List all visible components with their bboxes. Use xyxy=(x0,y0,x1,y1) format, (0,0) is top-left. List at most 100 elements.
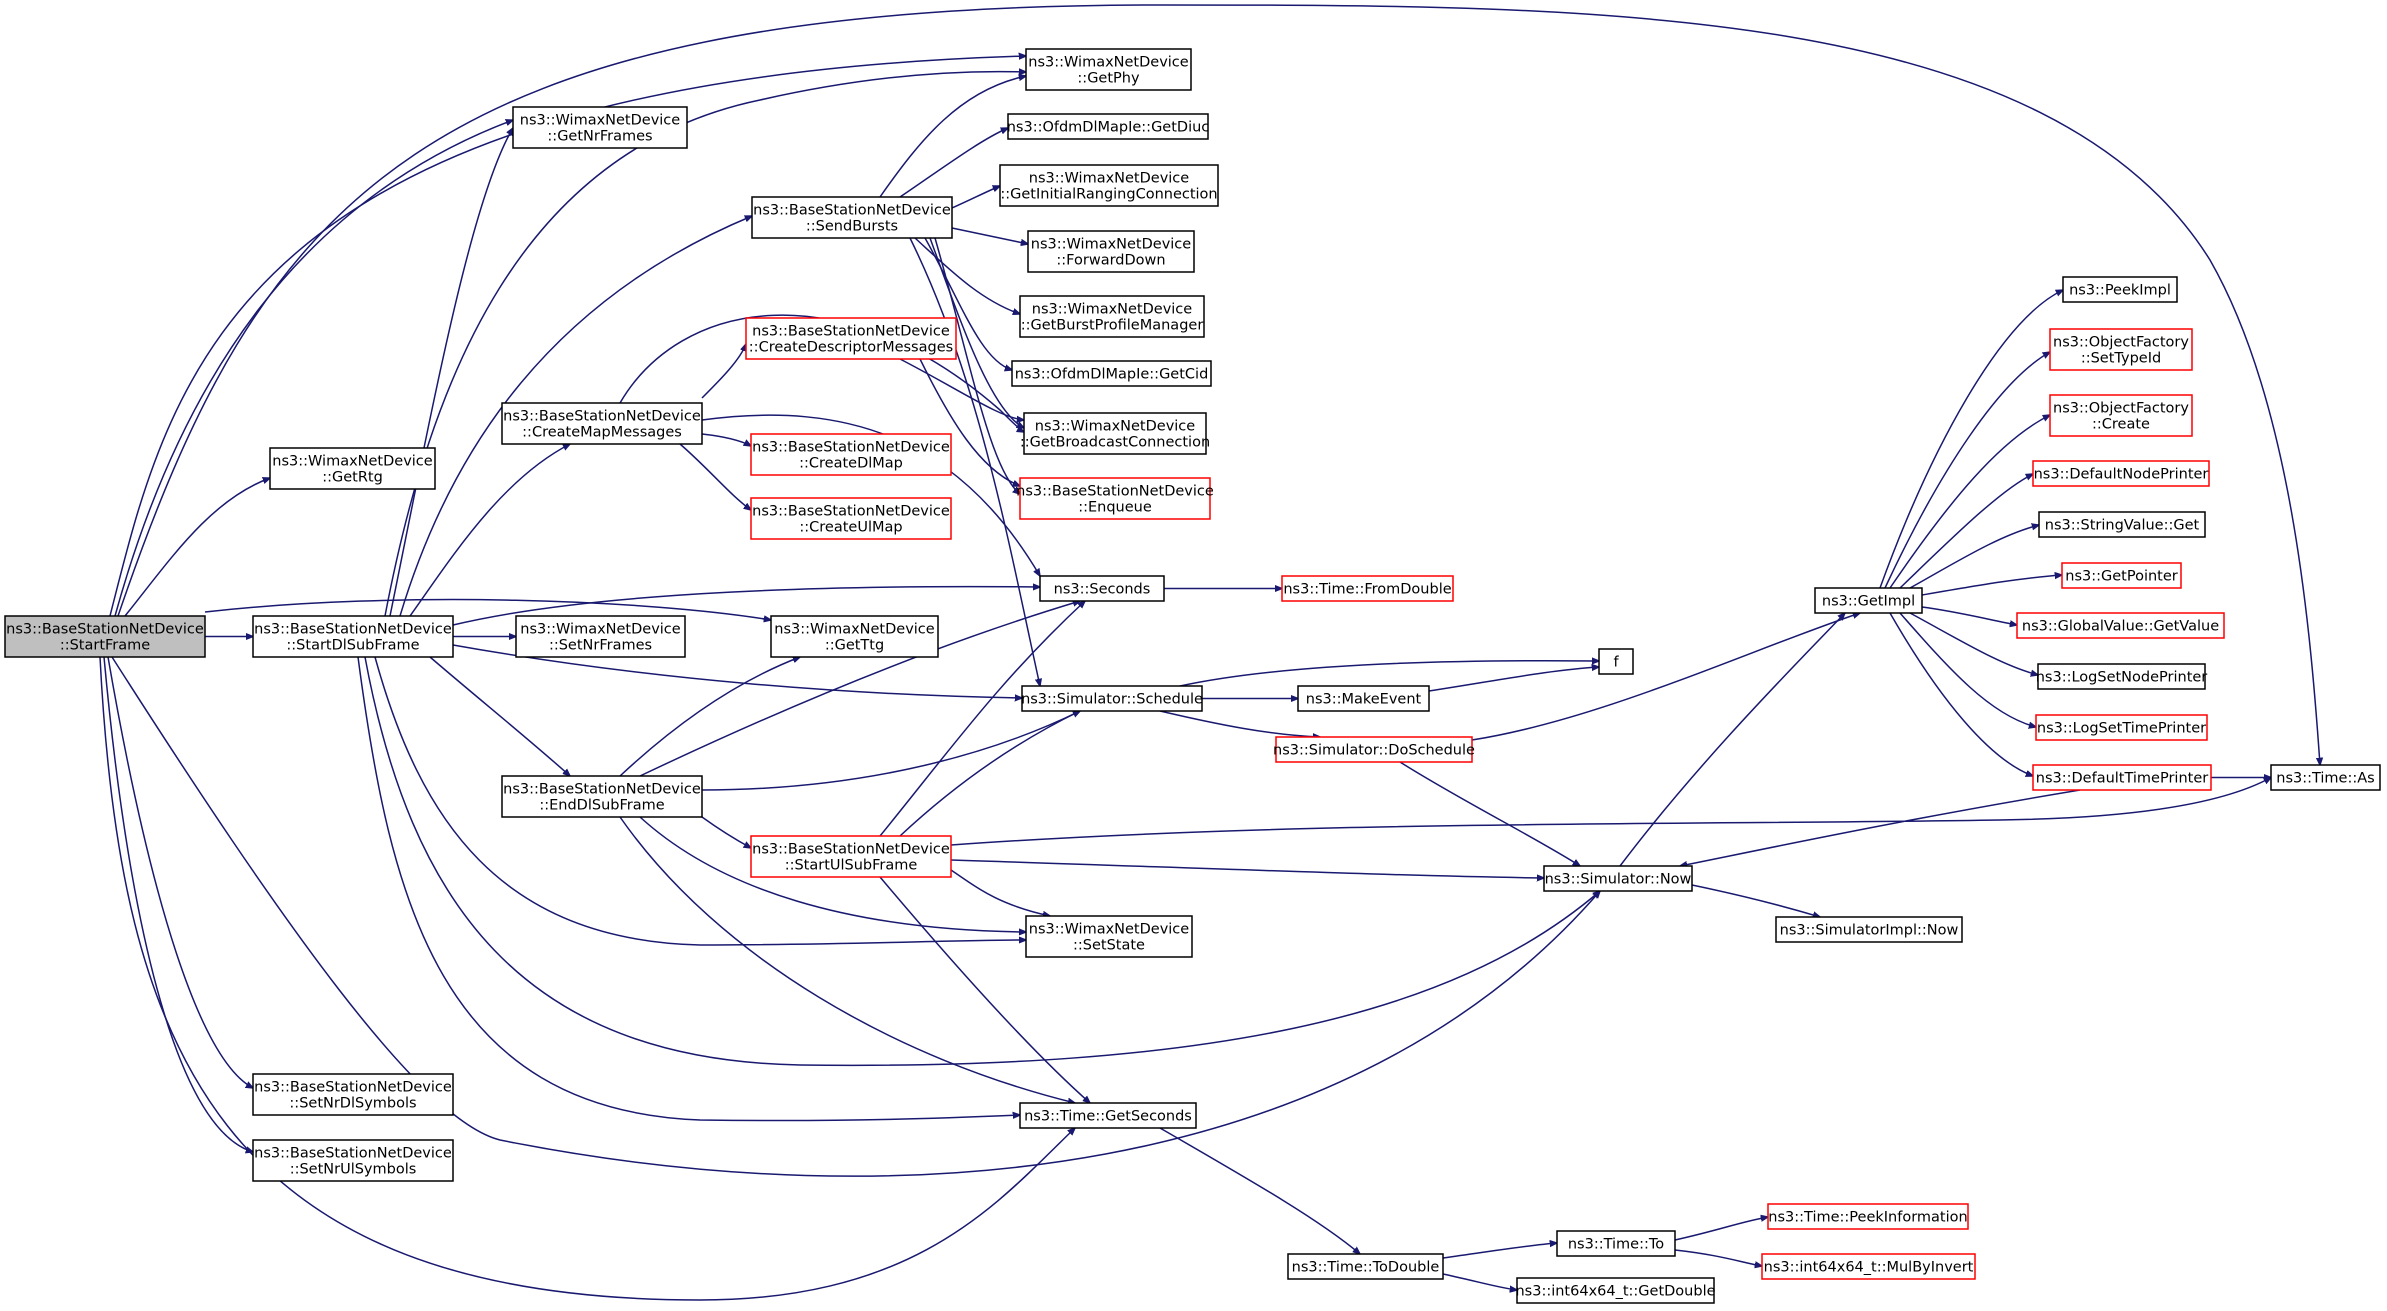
node-box xyxy=(1275,736,1473,763)
node-label: ns3::SimulatorImpl::Now xyxy=(1780,923,1959,939)
node-label: ::SetNrDlSymbols xyxy=(289,1096,416,1112)
node-ns3-wimaxnetdevice-setstate[interactable]: ns3::WimaxNetDevice::SetState xyxy=(1025,915,1193,958)
edge-n38-to-n47 xyxy=(1899,612,2036,727)
node-label: ns3::Time::ToDouble xyxy=(1292,1260,1440,1276)
node-box xyxy=(1556,1230,1676,1257)
node-ns3-basestationnetdevice-setnrdlsymbols[interactable]: ns3::BaseStationNetDevice::SetNrDlSymbol… xyxy=(252,1073,454,1116)
edge-n36-to-n37 xyxy=(1691,884,1820,917)
node-box xyxy=(4,615,206,658)
node-ns3-basestationnetdevice-startdlsubframe[interactable]: ns3::BaseStationNetDevice::StartDlSubFra… xyxy=(252,615,454,658)
node-ns3-basestationnetdevice-createdescriptormessages[interactable]: ns3::BaseStationNetDevice::CreateDescrip… xyxy=(745,317,957,360)
node-ns3-basestationnetdevice-enddlsubframe[interactable]: ns3::BaseStationNetDevice::EndDlSubFrame xyxy=(501,775,703,818)
node-box xyxy=(1019,1102,1197,1129)
node-ns3-objectfactory-settypeid[interactable]: ns3::ObjectFactory::SetTypeId xyxy=(2049,328,2193,371)
node-box xyxy=(2032,764,2212,791)
edge-n0-to-n18 xyxy=(204,598,771,620)
node-ns3-time-as[interactable]: ns3::Time::As xyxy=(2270,764,2381,791)
node-box xyxy=(2049,328,2193,371)
node-ns3-basestationnetdevice-createdlmap[interactable]: ns3::BaseStationNetDevice::CreateDlMap xyxy=(750,433,952,476)
edge-n0-to-n28 xyxy=(99,656,1075,1301)
edge-n13-to-n12 xyxy=(919,358,1020,486)
node-ns3-time-peekinformation[interactable]: ns3::Time::PeekInformation xyxy=(1767,1203,1969,1230)
node-ns3-getimpl[interactable]: ns3::GetImpl xyxy=(1814,587,1923,614)
node-ns3-wimaxnetdevice-getphy[interactable]: ns3::WimaxNetDevice::GetPhy xyxy=(1025,48,1192,91)
edge-n38-to-n40 xyxy=(1884,352,2050,589)
node-ns3-simulator-schedule[interactable]: ns3::Simulator::Schedule xyxy=(1021,685,1203,712)
node-f[interactable]: f xyxy=(1598,648,1634,675)
node-ns3-ofdmdlmapie-getcid[interactable]: ns3::OfdmDlMapIe::GetCid xyxy=(1011,360,1212,387)
node-box xyxy=(1025,915,1193,958)
node-ns3-basestationnetdevice-startframe[interactable]: ns3::BaseStationNetDevice::StartFrame xyxy=(4,615,206,658)
edge-n24-to-n36 xyxy=(1399,761,1580,866)
node-ns3-globalvalue-getvalue[interactable]: ns3::GlobalValue::GetValue xyxy=(2016,612,2225,639)
node-label: ns3::LogSetTimePrinter xyxy=(2037,721,2206,737)
node-ns3-seconds[interactable]: ns3::Seconds xyxy=(1039,575,1165,602)
node-ns3-basestationnetdevice-createulmap[interactable]: ns3::BaseStationNetDevice::CreateUlMap xyxy=(750,497,952,540)
node-box xyxy=(1814,587,1923,614)
node-box xyxy=(1039,575,1165,602)
node-label: ::ForwardDown xyxy=(1056,253,1165,269)
node-ns3-objectfactory-create[interactable]: ns3::ObjectFactory::Create xyxy=(2049,394,2193,437)
node-label: ::StartUlSubFrame xyxy=(785,858,918,874)
node-ns3-basestationnetdevice-enqueue[interactable]: ns3::BaseStationNetDevice::Enqueue xyxy=(1016,477,1214,520)
node-label: ::GetTtg xyxy=(825,638,884,654)
node-ns3-wimaxnetdevice-getnrframes[interactable]: ns3::WimaxNetDevice::GetNrFrames xyxy=(512,106,688,149)
node-box xyxy=(1287,1253,1444,1280)
node-label: ns3::Simulator::DoSchedule xyxy=(1273,743,1475,759)
node-ns3-wimaxnetdevice-getinitialrangingconnection[interactable]: ns3::WimaxNetDevice::GetInitialRangingCo… xyxy=(999,164,1219,207)
node-ns3-time-to[interactable]: ns3::Time::To xyxy=(1556,1230,1676,1257)
node-ns3-wimaxnetdevice-getburstprofilemanager[interactable]: ns3::WimaxNetDevice::GetBurstProfileMana… xyxy=(1019,295,1205,338)
edge-n21-to-n23 xyxy=(1179,661,1599,687)
node-box xyxy=(1025,48,1192,91)
node-ns3-wimaxnetdevice-getttg[interactable]: ns3::WimaxNetDevice::GetTtg xyxy=(770,615,939,658)
node-ns3-wimaxnetdevice-forwarddown[interactable]: ns3::WimaxNetDevice::ForwardDown xyxy=(1027,230,1195,273)
node-ns3-wimaxnetdevice-setnrframes[interactable]: ns3::WimaxNetDevice::SetNrFrames xyxy=(515,615,686,658)
node-label: ::SetTypeId xyxy=(2081,351,2161,367)
node-ns3-defaulttimeprinter[interactable]: ns3::DefaultTimePrinter xyxy=(2032,764,2212,791)
node-ns3-time-fromdouble[interactable]: ns3::Time::FromDouble xyxy=(1281,575,1454,602)
node-ns3-logsetnodeprinter[interactable]: ns3::LogSetNodePrinter xyxy=(2036,663,2208,690)
node-ns3-peekimpl[interactable]: ns3::PeekImpl xyxy=(2062,276,2178,303)
node-label: ns3::WimaxNetDevice xyxy=(1032,302,1192,318)
node-ns3-wimaxnetdevice-getbroadcastconnection[interactable]: ns3::WimaxNetDevice::GetBroadcastConnect… xyxy=(1020,412,1210,455)
node-ns3-defaultnodeprinter[interactable]: ns3::DefaultNodePrinter xyxy=(2032,460,2210,487)
node-ns3-time-getseconds[interactable]: ns3::Time::GetSeconds xyxy=(1019,1102,1197,1129)
node-box xyxy=(751,196,953,239)
node-label: ns3::BaseStationNetDevice xyxy=(254,1080,452,1096)
node-ns3-basestationnetdevice-setnrulsymbols[interactable]: ns3::BaseStationNetDevice::SetNrUlSymbol… xyxy=(252,1139,454,1182)
node-ns3-simulator-doschedule[interactable]: ns3::Simulator::DoSchedule xyxy=(1273,736,1475,763)
node-ns3-basestationnetdevice-startulsubframe[interactable]: ns3::BaseStationNetDevice::StartUlSubFra… xyxy=(750,835,952,878)
node-label: ::SetNrFrames xyxy=(549,638,652,654)
node-ns3-basestationnetdevice-createmapmessages[interactable]: ns3::BaseStationNetDevice::CreateMapMess… xyxy=(501,402,703,445)
node-label: ns3::Time::PeekInformation xyxy=(1768,1210,1967,1226)
node-ns3-getpointer[interactable]: ns3::GetPointer xyxy=(2061,562,2182,589)
node-label: ns3::BaseStationNetDevice xyxy=(1016,484,1214,500)
node-ns3-basestationnetdevice-sendbursts[interactable]: ns3::BaseStationNetDevice::SendBursts xyxy=(751,196,953,239)
node-label: ns3::BaseStationNetDevice xyxy=(503,782,701,798)
node-label: ns3::WimaxNetDevice xyxy=(1029,922,1189,938)
node-label: ns3::BaseStationNetDevice xyxy=(753,203,951,219)
node-label: ns3::WimaxNetDevice xyxy=(272,454,432,470)
node-box xyxy=(2062,276,2178,303)
edge-n38-to-n39 xyxy=(1879,290,2063,589)
node-ns3-wimaxnetdevice-getrtg[interactable]: ns3::WimaxNetDevice::GetRtg xyxy=(269,447,436,490)
node-ns3-makeevent[interactable]: ns3::MakeEvent xyxy=(1297,685,1430,712)
node-box xyxy=(2038,511,2206,538)
node-label: ns3::BaseStationNetDevice xyxy=(752,842,950,858)
node-ns3-int64x64-t-getdouble[interactable]: ns3::int64x64_t::GetDouble xyxy=(1515,1277,1716,1304)
node-label: ns3::WimaxNetDevice xyxy=(1031,237,1191,253)
node-ns3-ofdmdlmapie-getdiuc[interactable]: ns3::OfdmDlMapIe::GetDiuc xyxy=(1007,113,1210,140)
node-ns3-int64x64-t-mulbyinvert[interactable]: ns3::int64x64_t::MulByInvert xyxy=(1761,1253,1976,1280)
node-ns3-time-todouble[interactable]: ns3::Time::ToDouble xyxy=(1287,1253,1444,1280)
node-ns3-logsettimeprinter[interactable]: ns3::LogSetTimePrinter xyxy=(2035,714,2208,741)
node-ns3-simulator-now[interactable]: ns3::Simulator::Now xyxy=(1543,865,1693,892)
edge-n1-to-n25 xyxy=(429,656,570,776)
node-ns3-simulatorimpl-now[interactable]: ns3::SimulatorImpl::Now xyxy=(1775,916,1963,943)
node-ns3-stringvalue-get[interactable]: ns3::StringValue::Get xyxy=(2038,511,2206,538)
edge-n48-to-n36 xyxy=(1680,789,2081,866)
node-label: ns3::Time::FromDouble xyxy=(1283,582,1451,598)
node-box xyxy=(252,615,454,658)
node-label: ns3::StringValue::Get xyxy=(2045,518,2200,534)
node-box xyxy=(269,447,436,490)
node-label: ns3::BaseStationNetDevice xyxy=(254,622,452,638)
